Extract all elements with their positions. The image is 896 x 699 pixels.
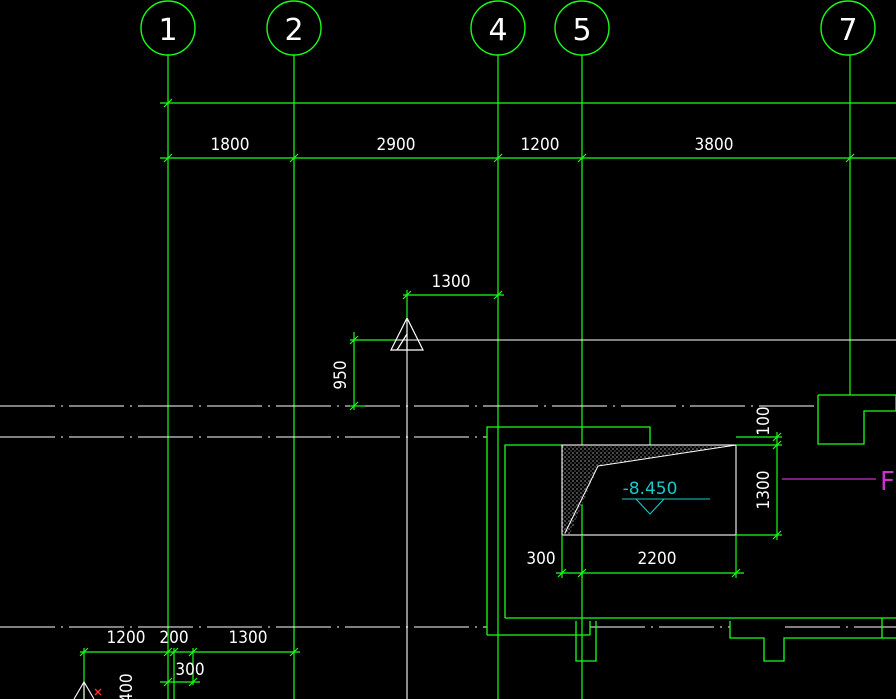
tick-mark <box>349 401 359 411</box>
dim-bottom-300: 300 <box>175 660 204 680</box>
dim-950-offset: 950 <box>331 360 351 389</box>
axis-label-1: 1 <box>158 13 177 48</box>
dim-bottom-vertical: 400 <box>117 673 137 699</box>
dim-1300-offset: 1300 <box>432 272 471 292</box>
sump-outline <box>561 444 737 536</box>
sump-slope-line <box>597 444 737 467</box>
dim-pit-1300: 1300 <box>754 471 774 510</box>
tick-mark <box>79 647 89 657</box>
dim-1800: 1800 <box>211 135 250 155</box>
dim-pit-2200: 2200 <box>638 549 677 569</box>
axis-label-5: 5 <box>572 13 591 48</box>
offset-dimensions <box>349 290 504 411</box>
dim-3800: 3800 <box>695 135 734 155</box>
sump-slope-line-2 <box>564 465 599 534</box>
axis-bubbles <box>140 0 876 56</box>
dim-pit-100: 100 <box>754 406 774 435</box>
tick-mark <box>289 153 299 163</box>
tick-mark <box>402 290 412 300</box>
tick-mark <box>349 335 359 345</box>
tick-mark <box>188 647 198 657</box>
tick-mark <box>163 647 173 657</box>
pit-dimensions <box>556 432 782 578</box>
tick-mark <box>557 568 567 578</box>
axis-bubble-2[interactable] <box>266 0 322 56</box>
axis-bubble-4[interactable] <box>470 0 526 56</box>
horizontal-grid-lines <box>0 339 896 699</box>
pit-walls <box>486 394 896 662</box>
tick-mark <box>772 530 782 540</box>
axis-label-4: 4 <box>488 13 507 48</box>
tick-mark <box>188 677 198 687</box>
outer-wall <box>486 426 651 635</box>
tick-mark <box>169 647 179 657</box>
column-stub-left <box>575 621 597 662</box>
tick-mark <box>163 677 173 687</box>
tick-mark <box>163 153 173 163</box>
sump-hatch <box>562 445 598 534</box>
top-dimension-texts: 1800 2900 1200 3800 <box>211 135 734 155</box>
inner-wall <box>504 444 562 618</box>
tick-mark <box>731 568 741 578</box>
elevation-marker-icon[interactable] <box>622 498 710 515</box>
axis-labels: 1 2 4 5 7 <box>158 13 857 48</box>
dim-bottom-200: 200 <box>159 628 188 648</box>
dim-1200: 1200 <box>521 135 560 155</box>
tick-mark <box>493 290 503 300</box>
axis-bubble-7[interactable] <box>820 0 876 56</box>
corner-block <box>817 394 896 445</box>
tick-mark <box>845 153 855 163</box>
tick-mark <box>493 153 503 163</box>
axis-bubble-1[interactable] <box>140 0 196 56</box>
tick-mark <box>163 98 173 108</box>
tick-mark <box>772 440 782 450</box>
bottom-level-marker-icon[interactable] <box>73 680 95 699</box>
dim-2900: 2900 <box>377 135 416 155</box>
sump-pit <box>561 444 737 536</box>
tick-mark <box>772 432 782 442</box>
axis-bubble-5[interactable] <box>554 0 610 56</box>
axis-label-7: 7 <box>838 13 857 48</box>
dim-bottom-1300: 1300 <box>229 628 268 648</box>
top-dimension-lines <box>160 98 896 163</box>
partial-label: F <box>880 467 895 497</box>
axis-lines <box>167 55 851 699</box>
dim-pit-300: 300 <box>526 549 555 569</box>
red-point-icon[interactable] <box>94 688 102 696</box>
tick-mark <box>577 153 587 163</box>
level-marker-icon[interactable] <box>390 316 424 351</box>
tick-mark <box>577 568 587 578</box>
dim-bottom-1200: 1200 <box>107 628 146 648</box>
elevation-label: -8.450 <box>623 479 678 499</box>
tick-mark <box>289 647 299 657</box>
axis-label-2: 2 <box>284 13 303 48</box>
column-stub-right <box>729 621 896 662</box>
